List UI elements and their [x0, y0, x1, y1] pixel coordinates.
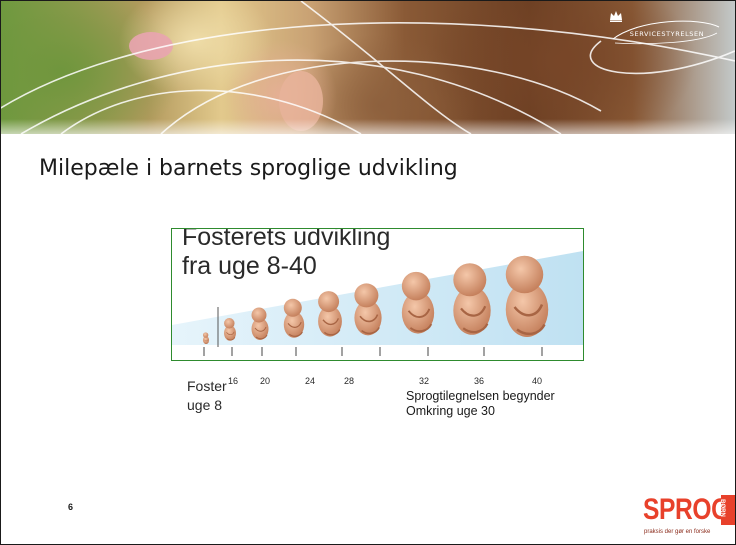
slide-title: Milepæle i barnets sproglige udvikling	[39, 156, 458, 181]
servicestyrelsen-logo: SERVICESTYRELSEN	[609, 9, 721, 49]
week-label-16: 16	[228, 376, 238, 386]
sprog-logo: SPROG BØRN praksis der gør en forske	[641, 489, 736, 544]
logo-swoosh	[609, 9, 721, 49]
header-photo: SERVICESTYRELSEN	[1, 1, 735, 134]
sprog-logo-word: SPROG	[643, 493, 730, 527]
fetus-icon	[506, 256, 549, 337]
figure-title: Fosterets udvikling fra uge 8-40	[182, 228, 390, 281]
week-label-36: 36	[474, 376, 484, 386]
fetus-icon	[354, 283, 381, 335]
foster-label: Foster uge 8	[187, 377, 227, 415]
fetus-icon	[453, 263, 490, 335]
week-label-24: 24	[305, 376, 315, 386]
week-label-40: 40	[532, 376, 542, 386]
fetus-icon	[224, 318, 236, 341]
fetus-icon	[252, 308, 269, 341]
fetus-icon	[402, 272, 434, 334]
sprog-logo-tag: BØRN	[721, 495, 735, 525]
week-ticks	[204, 347, 542, 356]
sprog-logo-tag-text: BØRN	[719, 499, 725, 517]
fetal-development-figure: Fosterets udvikling fra uge 8-40	[171, 228, 584, 361]
language-acquisition-note: Sprogtilegnelsen begynder Omkring uge 30	[406, 389, 555, 419]
sprog-logo-subtitle: praksis der gør en forske	[644, 529, 710, 535]
week-label-32: 32	[419, 376, 429, 386]
page-number: 6	[68, 502, 73, 512]
fetus-icon	[203, 332, 209, 344]
fetus-icon	[318, 291, 342, 337]
fetus-icon	[284, 299, 304, 338]
week-label-28: 28	[344, 376, 354, 386]
logo-text: SERVICESTYRELSEN	[617, 30, 717, 38]
week-label-20: 20	[260, 376, 270, 386]
